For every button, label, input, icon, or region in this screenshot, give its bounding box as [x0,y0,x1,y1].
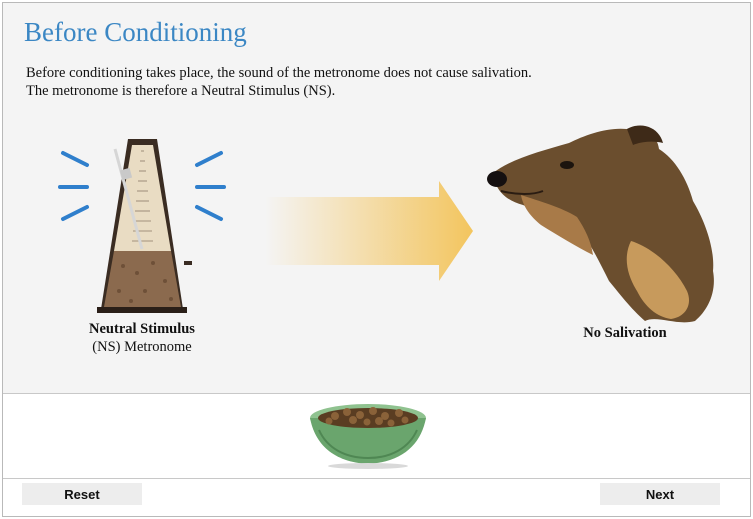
food-bowl-icon [310,404,426,469]
response-caption: No Salivation [583,325,667,341]
description-line-2: The metronome is therefore a Neutral Sti… [26,83,336,99]
dog-head-icon [487,125,714,323]
stimulus-label: Neutral Stimulus [89,321,195,337]
reset-button[interactable]: Reset [22,483,142,505]
scene-panel: Before Conditioning Before conditioning … [3,3,750,394]
food-area [3,394,750,479]
metronome-icon [58,139,226,313]
description-line-1: Before conditioning takes place, the sou… [26,65,532,81]
right-arrow-icon [265,181,473,281]
page-title: Before Conditioning [24,17,247,47]
sound-lines [58,151,226,221]
stimulus-caption: Neutral Stimulus (NS) Metronome [67,321,217,356]
next-button[interactable]: Next [600,483,720,505]
description: Before conditioning takes place, the sou… [26,64,532,100]
stimulus-sublabel: (NS) Metronome [92,339,192,355]
